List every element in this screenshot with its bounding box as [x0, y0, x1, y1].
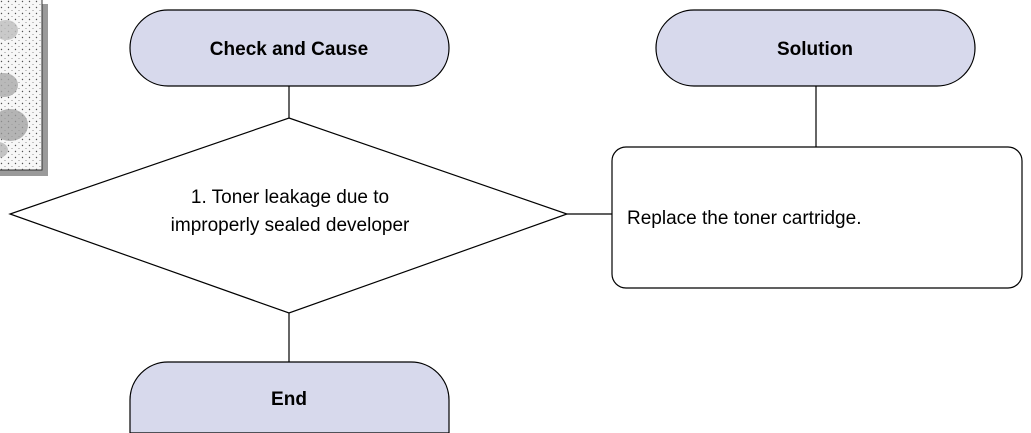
solution-terminal: Solution — [655, 9, 976, 87]
decision-text-line1: 1. Toner leakage due to — [191, 187, 389, 208]
start-terminal-label: Check and Cause — [210, 39, 368, 60]
solution-text: Replace the toner cartridge. — [627, 208, 861, 229]
end-terminal-label: End — [271, 389, 307, 410]
end-terminal: End — [129, 361, 450, 433]
solution-box: Replace the toner cartridge. — [611, 146, 1023, 289]
solution-terminal-label: Solution — [777, 39, 853, 60]
printout-sample-icon — [0, 0, 48, 176]
start-terminal: Check and Cause — [129, 9, 450, 87]
decision-text-line2: improperly sealed developer — [171, 215, 410, 236]
decision-diamond: 1. Toner leakage due to improperly seale… — [8, 117, 569, 314]
